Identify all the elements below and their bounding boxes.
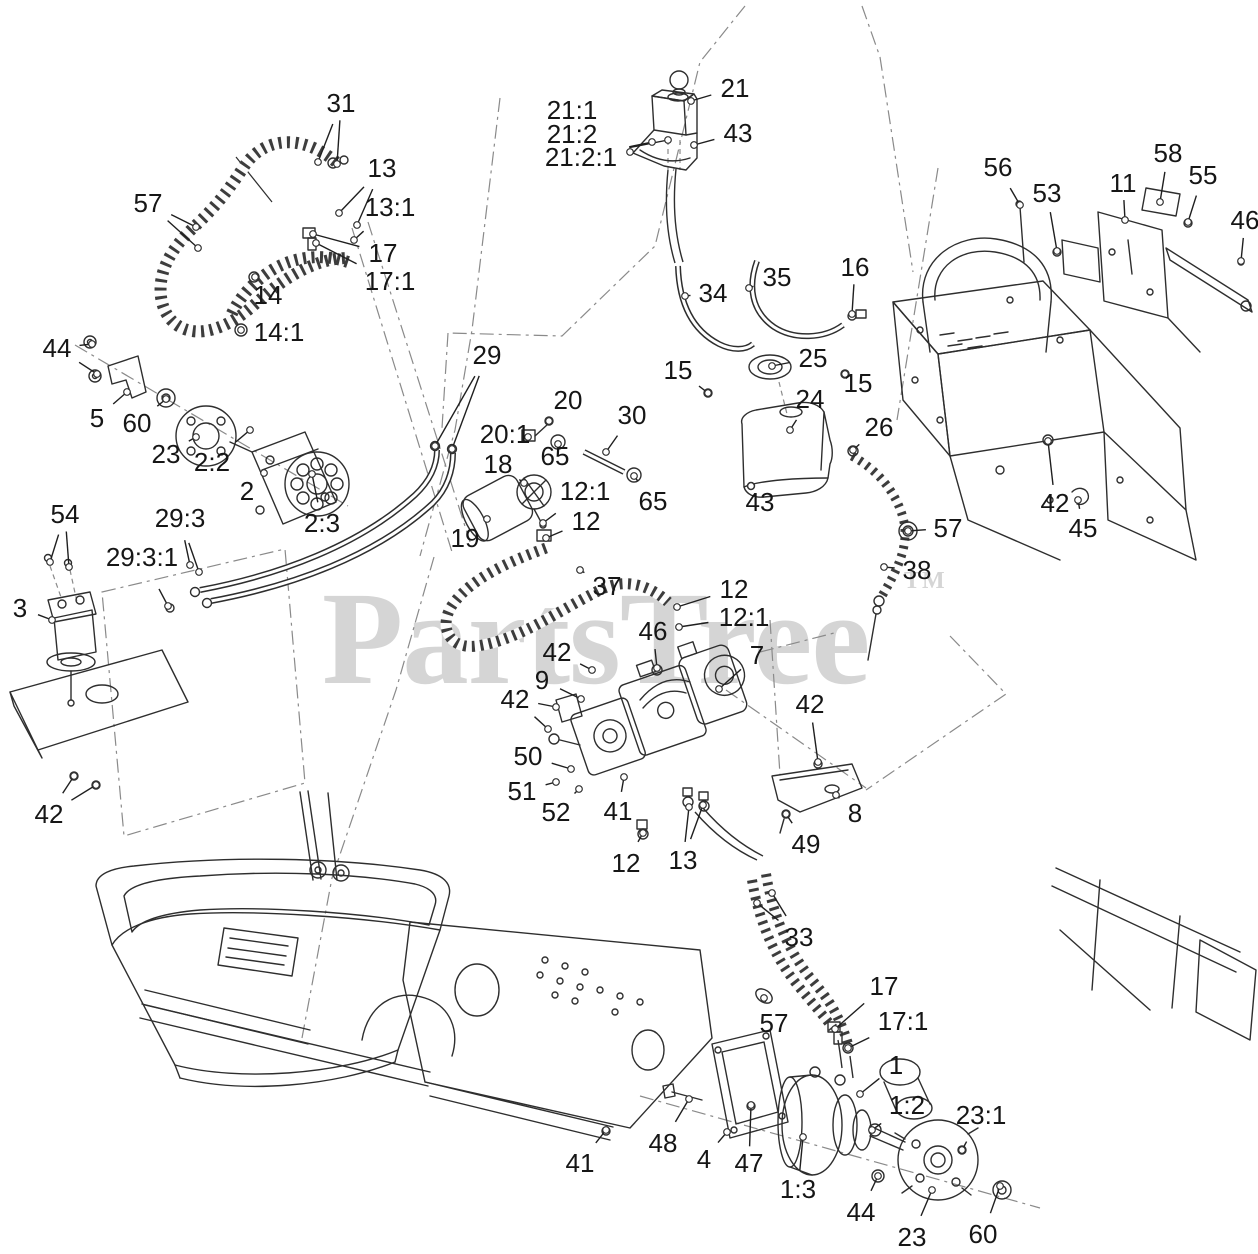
frame-deck — [139, 867, 1257, 1141]
watermark-trademark: TM — [904, 568, 947, 594]
hydraulic-pump-assembly — [548, 641, 748, 840]
oil-filter-group — [460, 416, 642, 542]
leader-lines — [37, 94, 1244, 1217]
chassis-body — [892, 237, 1197, 561]
hose38-hardware — [867, 521, 918, 661]
bottom-wheel-motor — [601, 988, 1012, 1201]
leader-markers — [46, 97, 1245, 1194]
support-bracket-assembly — [1015, 187, 1253, 353]
spinner-motor — [9, 553, 189, 790]
upper-tank — [632, 70, 698, 171]
bracket-8 — [771, 759, 863, 834]
boundary-lines — [49, 5, 1041, 1209]
hopper — [95, 790, 456, 1087]
left-wheel-motor — [83, 335, 350, 525]
component-linework — [9, 70, 1257, 1201]
